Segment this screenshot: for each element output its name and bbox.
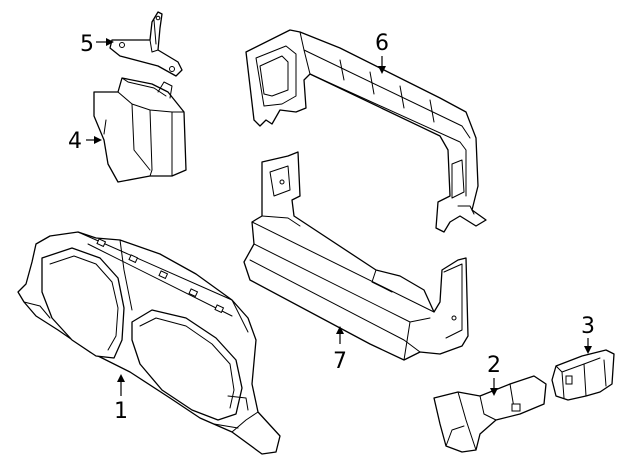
callout-4: 4 <box>68 129 82 154</box>
callout-7: 7 <box>333 349 347 374</box>
leader-7 <box>336 326 344 344</box>
leader-6 <box>378 56 386 74</box>
part-1-front-panel[interactable] <box>17 231 281 455</box>
callout-6: 6 <box>375 31 389 56</box>
part-7-air-guide[interactable] <box>243 151 469 361</box>
leader-5 <box>96 38 114 46</box>
callout-1: 1 <box>114 399 128 424</box>
callout-5: 5 <box>80 32 94 57</box>
part-6-upper-frame[interactable] <box>245 29 487 233</box>
leader-1 <box>117 374 125 396</box>
leader-3 <box>584 338 592 354</box>
callout-2: 2 <box>487 353 501 378</box>
part-5-bracket[interactable] <box>109 11 183 77</box>
part-4-air-duct[interactable] <box>93 77 187 183</box>
leader-2 <box>490 378 498 396</box>
part-2-lower-duct[interactable] <box>433 375 547 453</box>
leader-4 <box>86 136 102 144</box>
callout-3: 3 <box>581 314 595 339</box>
part-3-small-bracket[interactable] <box>551 349 615 401</box>
